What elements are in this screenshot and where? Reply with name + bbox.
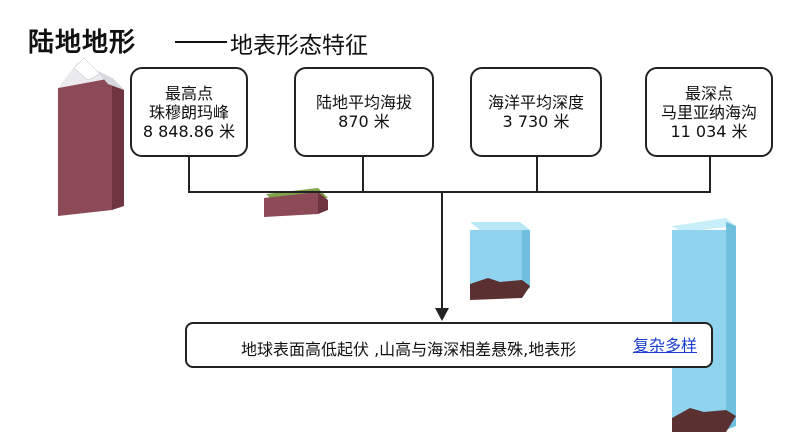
box-value: 8 848.86 米 (143, 122, 235, 141)
deepest-point-box: 最深点 马里亚纳海沟 11 034 米 (645, 67, 773, 157)
box-label: 陆地平均海拔 (316, 93, 412, 112)
box-label: 海洋平均深度 (488, 93, 584, 112)
avg-depth-box: 海洋平均深度 3 730 米 (470, 67, 602, 157)
connector-1 (188, 157, 190, 192)
connector-2 (362, 157, 364, 192)
box-value: 870 米 (338, 112, 390, 131)
avg-elevation-box: 陆地平均海拔 870 米 (294, 67, 434, 157)
connector-horizontal (188, 191, 711, 193)
box-name: 马里亚纳海沟 (661, 103, 757, 122)
connector-3 (536, 157, 538, 192)
mountain-illustration (58, 58, 124, 216)
arrow-down-icon (434, 308, 450, 322)
box-value: 3 730 米 (503, 112, 570, 131)
conclusion-text: 地球表面高低起伏 ,山高与海深相差悬殊,地表形 (241, 336, 576, 360)
connector-4 (709, 157, 711, 192)
box-label: 最高点 (165, 84, 213, 103)
box-label: 最深点 (685, 84, 733, 103)
box-name: 珠穆朗玛峰 (149, 103, 229, 122)
box-value: 11 034 米 (670, 122, 747, 141)
connector-down (441, 193, 443, 311)
ocean-block-illustration (470, 222, 530, 300)
conclusion-highlight-link[interactable]: 复杂多样 (633, 332, 697, 356)
highest-point-box: 最高点 珠穆朗玛峰 8 848.86 米 (130, 67, 248, 157)
